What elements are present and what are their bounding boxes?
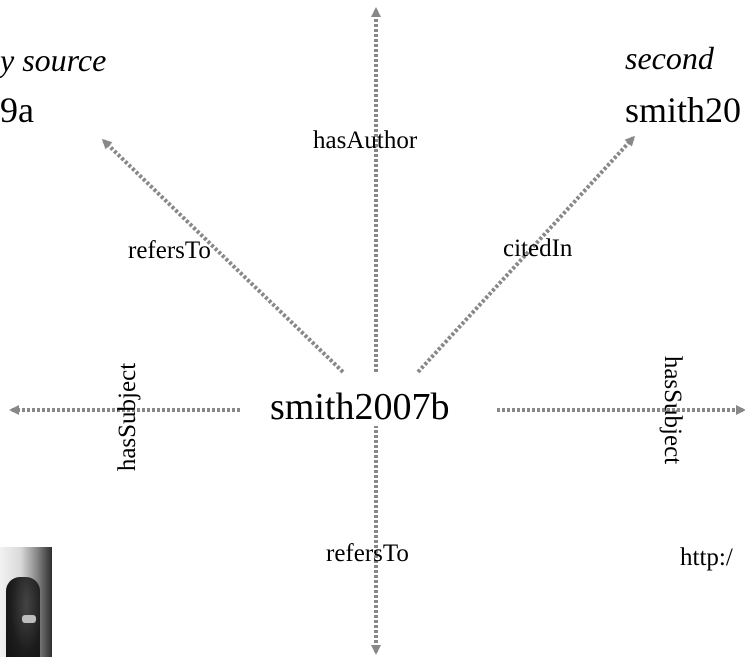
arrow-upleft-refersto <box>101 138 345 374</box>
top-left-node-id: 9a <box>0 90 34 130</box>
right-url-node: http:/ <box>680 544 733 571</box>
center-node: smith2007b <box>256 388 464 426</box>
portrait-detail <box>22 615 36 623</box>
top-right-node-id: smith20 <box>625 90 742 130</box>
edge-label-refersto-down: refersTo <box>326 540 409 567</box>
edge-label-citedin: citedIn <box>503 235 573 262</box>
top-left-node-caption: y source <box>0 42 107 78</box>
arrow-upright-citedin <box>416 135 636 374</box>
edge-label-hassubject-right: hasSubject <box>659 355 686 465</box>
top-right-node-caption: second <box>625 40 714 76</box>
portrait-photo <box>0 547 52 657</box>
edge-label-hassubject-left: hasSubject <box>114 362 141 472</box>
edge-label-refersto-upleft: refersTo <box>128 237 211 264</box>
edge-label-hasauthor: hasAuthor <box>313 127 418 154</box>
